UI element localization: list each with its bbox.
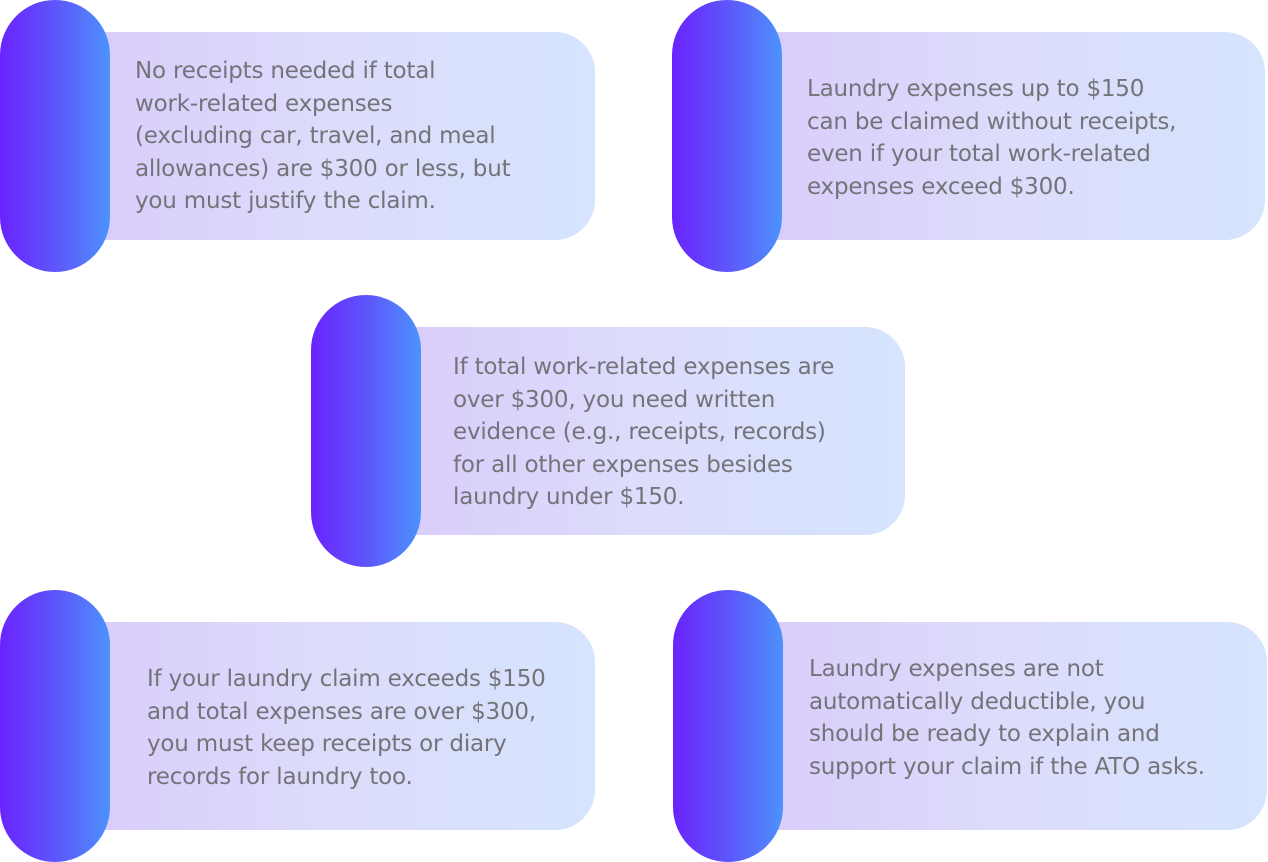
card-text-line: Laundry expenses are not: [809, 656, 1104, 682]
card-text-line: support your claim if the ATO asks.: [809, 753, 1205, 780]
card-text-line: laundry under $150.: [453, 484, 685, 510]
card-text-line: for all other expenses besides: [453, 451, 793, 478]
card-text-line: work-related expenses: [135, 90, 393, 117]
card-text-line: can be claimed without receipts,: [807, 108, 1177, 135]
card-text-line: evidence (e.g., receipts, records): [453, 419, 826, 445]
info-card-laundry-receipts: If your laundry claim exceeds $150 and t…: [0, 590, 595, 862]
card-text-line: you must keep receipts or diary: [147, 731, 507, 757]
card-text-line: and total expenses are over $300,: [147, 698, 536, 725]
card-text-line: records for laundry too.: [147, 763, 413, 790]
card-text-line: you must justify the claim.: [135, 188, 436, 214]
card-text-line: expenses exceed $300.: [807, 173, 1075, 200]
card-text-line: allowances) are $300 or less, but: [135, 155, 511, 182]
info-card-no-receipts: No receipts needed if total work-related…: [0, 0, 595, 272]
card-text-line: Laundry expenses up to $150: [807, 76, 1145, 102]
card-text-line: No receipts needed if total: [135, 58, 436, 84]
card-text: Laundry expenses are not automatically d…: [809, 653, 1205, 783]
card-accent-pill: [672, 0, 782, 272]
info-card-not-automatic: Laundry expenses are not automatically d…: [673, 590, 1267, 862]
info-card-written-evidence: If total work-related expenses are over …: [311, 295, 905, 567]
card-accent-pill: [311, 295, 421, 567]
card-text: No receipts needed if total work-related…: [135, 55, 511, 218]
card-text: If total work-related expenses are over …: [453, 351, 834, 514]
card-text-line: If total work-related expenses are: [453, 354, 835, 380]
card-text: If your laundry claim exceeds $150 and t…: [147, 663, 546, 793]
card-text-line: over $300, you need written: [453, 386, 776, 413]
card-text-line: (excluding car, travel, and meal: [135, 123, 496, 149]
card-accent-pill: [0, 0, 110, 272]
card-accent-pill: [0, 590, 110, 862]
card-text-line: automatically deductible, you: [809, 688, 1146, 715]
info-card-laundry-150: Laundry expenses up to $150 can be claim…: [672, 0, 1265, 272]
card-accent-pill: [673, 590, 783, 862]
card-text: Laundry expenses up to $150 can be claim…: [807, 73, 1176, 203]
card-text-line: even if your total work-related: [807, 141, 1151, 167]
card-text-line: If your laundry claim exceeds $150: [147, 666, 546, 692]
card-text-line: should be ready to explain and: [809, 721, 1160, 747]
